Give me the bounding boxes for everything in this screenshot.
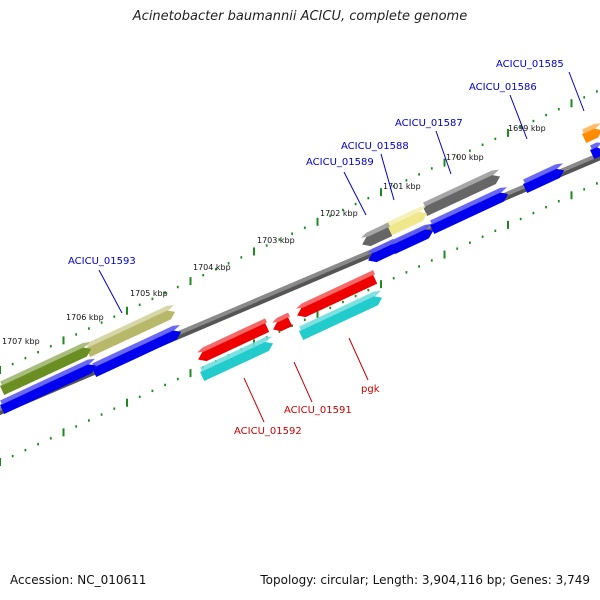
feature-bevel (200, 336, 273, 372)
feature-pgk (296, 270, 378, 318)
feature-bevel (0, 358, 96, 405)
leader-line (568, 71, 585, 112)
cds-blue-6 (0, 358, 97, 415)
leader-line (98, 269, 123, 314)
feature-body (200, 341, 274, 382)
scale-label: 1705 kbp (130, 289, 168, 298)
feature-body (198, 322, 270, 362)
feature-olive (0, 342, 92, 396)
scale-label: 1706 kbp (66, 313, 104, 322)
leader-line (293, 361, 313, 403)
cds-cyan-2 (200, 336, 274, 382)
accession-text: Accession: NC_010611 (10, 573, 147, 587)
feature-bevel (92, 324, 181, 368)
label-acicu-01593: ACICU_01593 (68, 256, 136, 267)
feature-bevel (384, 206, 427, 228)
feature-layer (0, 123, 600, 415)
feature-blue-1 (590, 142, 600, 160)
feature-body (92, 330, 182, 378)
scale-label: 1700 kbp (446, 153, 484, 162)
feature-acicu-01588 (384, 206, 428, 238)
feature-acicu-01593 (86, 304, 176, 358)
scale-label: 1701 kbp (383, 182, 421, 191)
feature-acicu-01591 (272, 312, 293, 332)
feature-bevel (391, 223, 433, 245)
feature-body (430, 192, 509, 235)
scale-label: 1702 kbp (320, 209, 358, 218)
scale-label: 1699 kbp (508, 124, 546, 133)
scale-labels: 1699 kbp 1700 kbp 1701 kbp 1702 kbp 1703 kbp… (2, 124, 546, 346)
feature-body (299, 296, 383, 341)
feature-body (86, 310, 176, 358)
scale-label: 1703 kbp (257, 236, 295, 245)
feature-bevel (299, 290, 382, 331)
feature-bevel (430, 187, 508, 225)
leader-line (243, 377, 265, 423)
feature-body (0, 364, 97, 415)
feature-body (391, 229, 434, 255)
cds-blue-2 (430, 187, 509, 235)
feature-body (523, 168, 565, 194)
genome-stats-text: Topology: circular; Length: 3,904,116 bp… (260, 573, 590, 587)
feature-acicu-01589 (361, 222, 393, 247)
label-acicu-01588: ACICU_01588 (341, 141, 409, 152)
feature-body (0, 347, 92, 396)
feature-body (362, 226, 393, 247)
feature-body (384, 211, 428, 238)
tick-row-lower (0, 182, 598, 466)
feature-bevel (361, 222, 391, 238)
feature-bevel (86, 304, 175, 348)
cds-blue-1 (523, 163, 565, 194)
label-pgk: pgk (361, 384, 380, 395)
feature-bevel (423, 169, 500, 207)
feature-body (423, 174, 501, 217)
feature-bevel (523, 163, 564, 184)
feature-bevel (582, 123, 600, 134)
tick-row-upper (0, 90, 598, 374)
feature-body (590, 146, 600, 160)
feature-bevel (272, 312, 291, 323)
cds-blue-4 (367, 238, 398, 263)
tick-rows (0, 90, 598, 466)
gene-labels: ACICU_01585ACICU_01586ACICU_01587ACICU_0… (68, 59, 585, 437)
feature-bevel (367, 238, 396, 254)
label-acicu-01592: ACICU_01592 (234, 426, 302, 437)
label-acicu-01585: ACICU_01585 (496, 59, 564, 70)
leader-line (380, 153, 395, 201)
feature-bevel (590, 142, 600, 150)
leader-line (435, 130, 452, 175)
cds-cyan-1 (299, 290, 383, 341)
cds-blue-5 (92, 324, 182, 378)
label-acicu-01591: ACICU_01591 (284, 405, 352, 416)
feature-acicu-01585 (582, 123, 600, 144)
feature-acicu-01592 (197, 318, 270, 362)
map-title: Acinetobacter baumannii ACICU, complete … (132, 9, 468, 24)
scale-label: 1704 kbp (193, 263, 231, 272)
leader-line (348, 337, 369, 381)
leader-line (343, 171, 367, 216)
feature-body (297, 274, 378, 318)
feature-bevel (296, 270, 376, 309)
feature-acicu-01587 (423, 169, 501, 217)
feature-bevel (0, 342, 91, 386)
feature-bevel (197, 318, 268, 353)
leader-line (509, 94, 528, 140)
label-acicu-01589: ACICU_01589 (306, 157, 374, 168)
label-acicu-01587: ACICU_01587 (395, 118, 463, 129)
label-acicu-01586: ACICU_01586 (469, 82, 537, 93)
feature-body (273, 317, 293, 332)
feature-body (368, 243, 398, 263)
cds-blue-3 (391, 223, 434, 255)
scale-label: 1707 kbp (2, 337, 40, 346)
